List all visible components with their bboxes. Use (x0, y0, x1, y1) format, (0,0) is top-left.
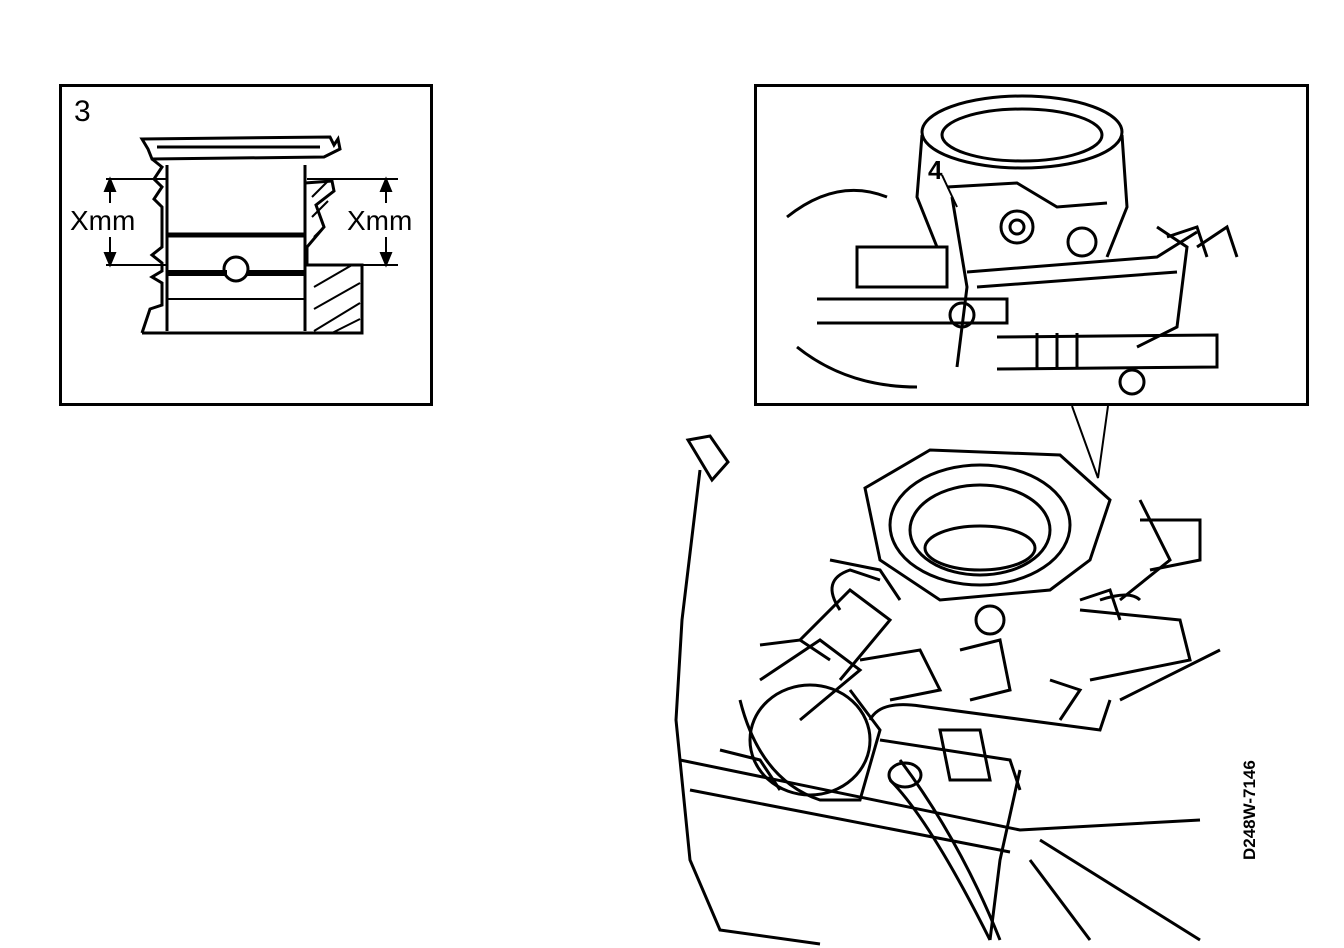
figure-number: 3 (74, 95, 91, 128)
figure-3-panel: 3 (59, 84, 433, 406)
liner-section-drawing (103, 135, 398, 335)
throttle-body-detail-drawing (786, 94, 1239, 396)
dimension-label-right: Xmm (347, 205, 413, 236)
dimension-label-left: Xmm (70, 205, 136, 236)
reference-code: D248W-7146 (1240, 760, 1259, 860)
detail-inset-panel: 4 (754, 84, 1309, 406)
callout-number: 4 (928, 155, 943, 185)
